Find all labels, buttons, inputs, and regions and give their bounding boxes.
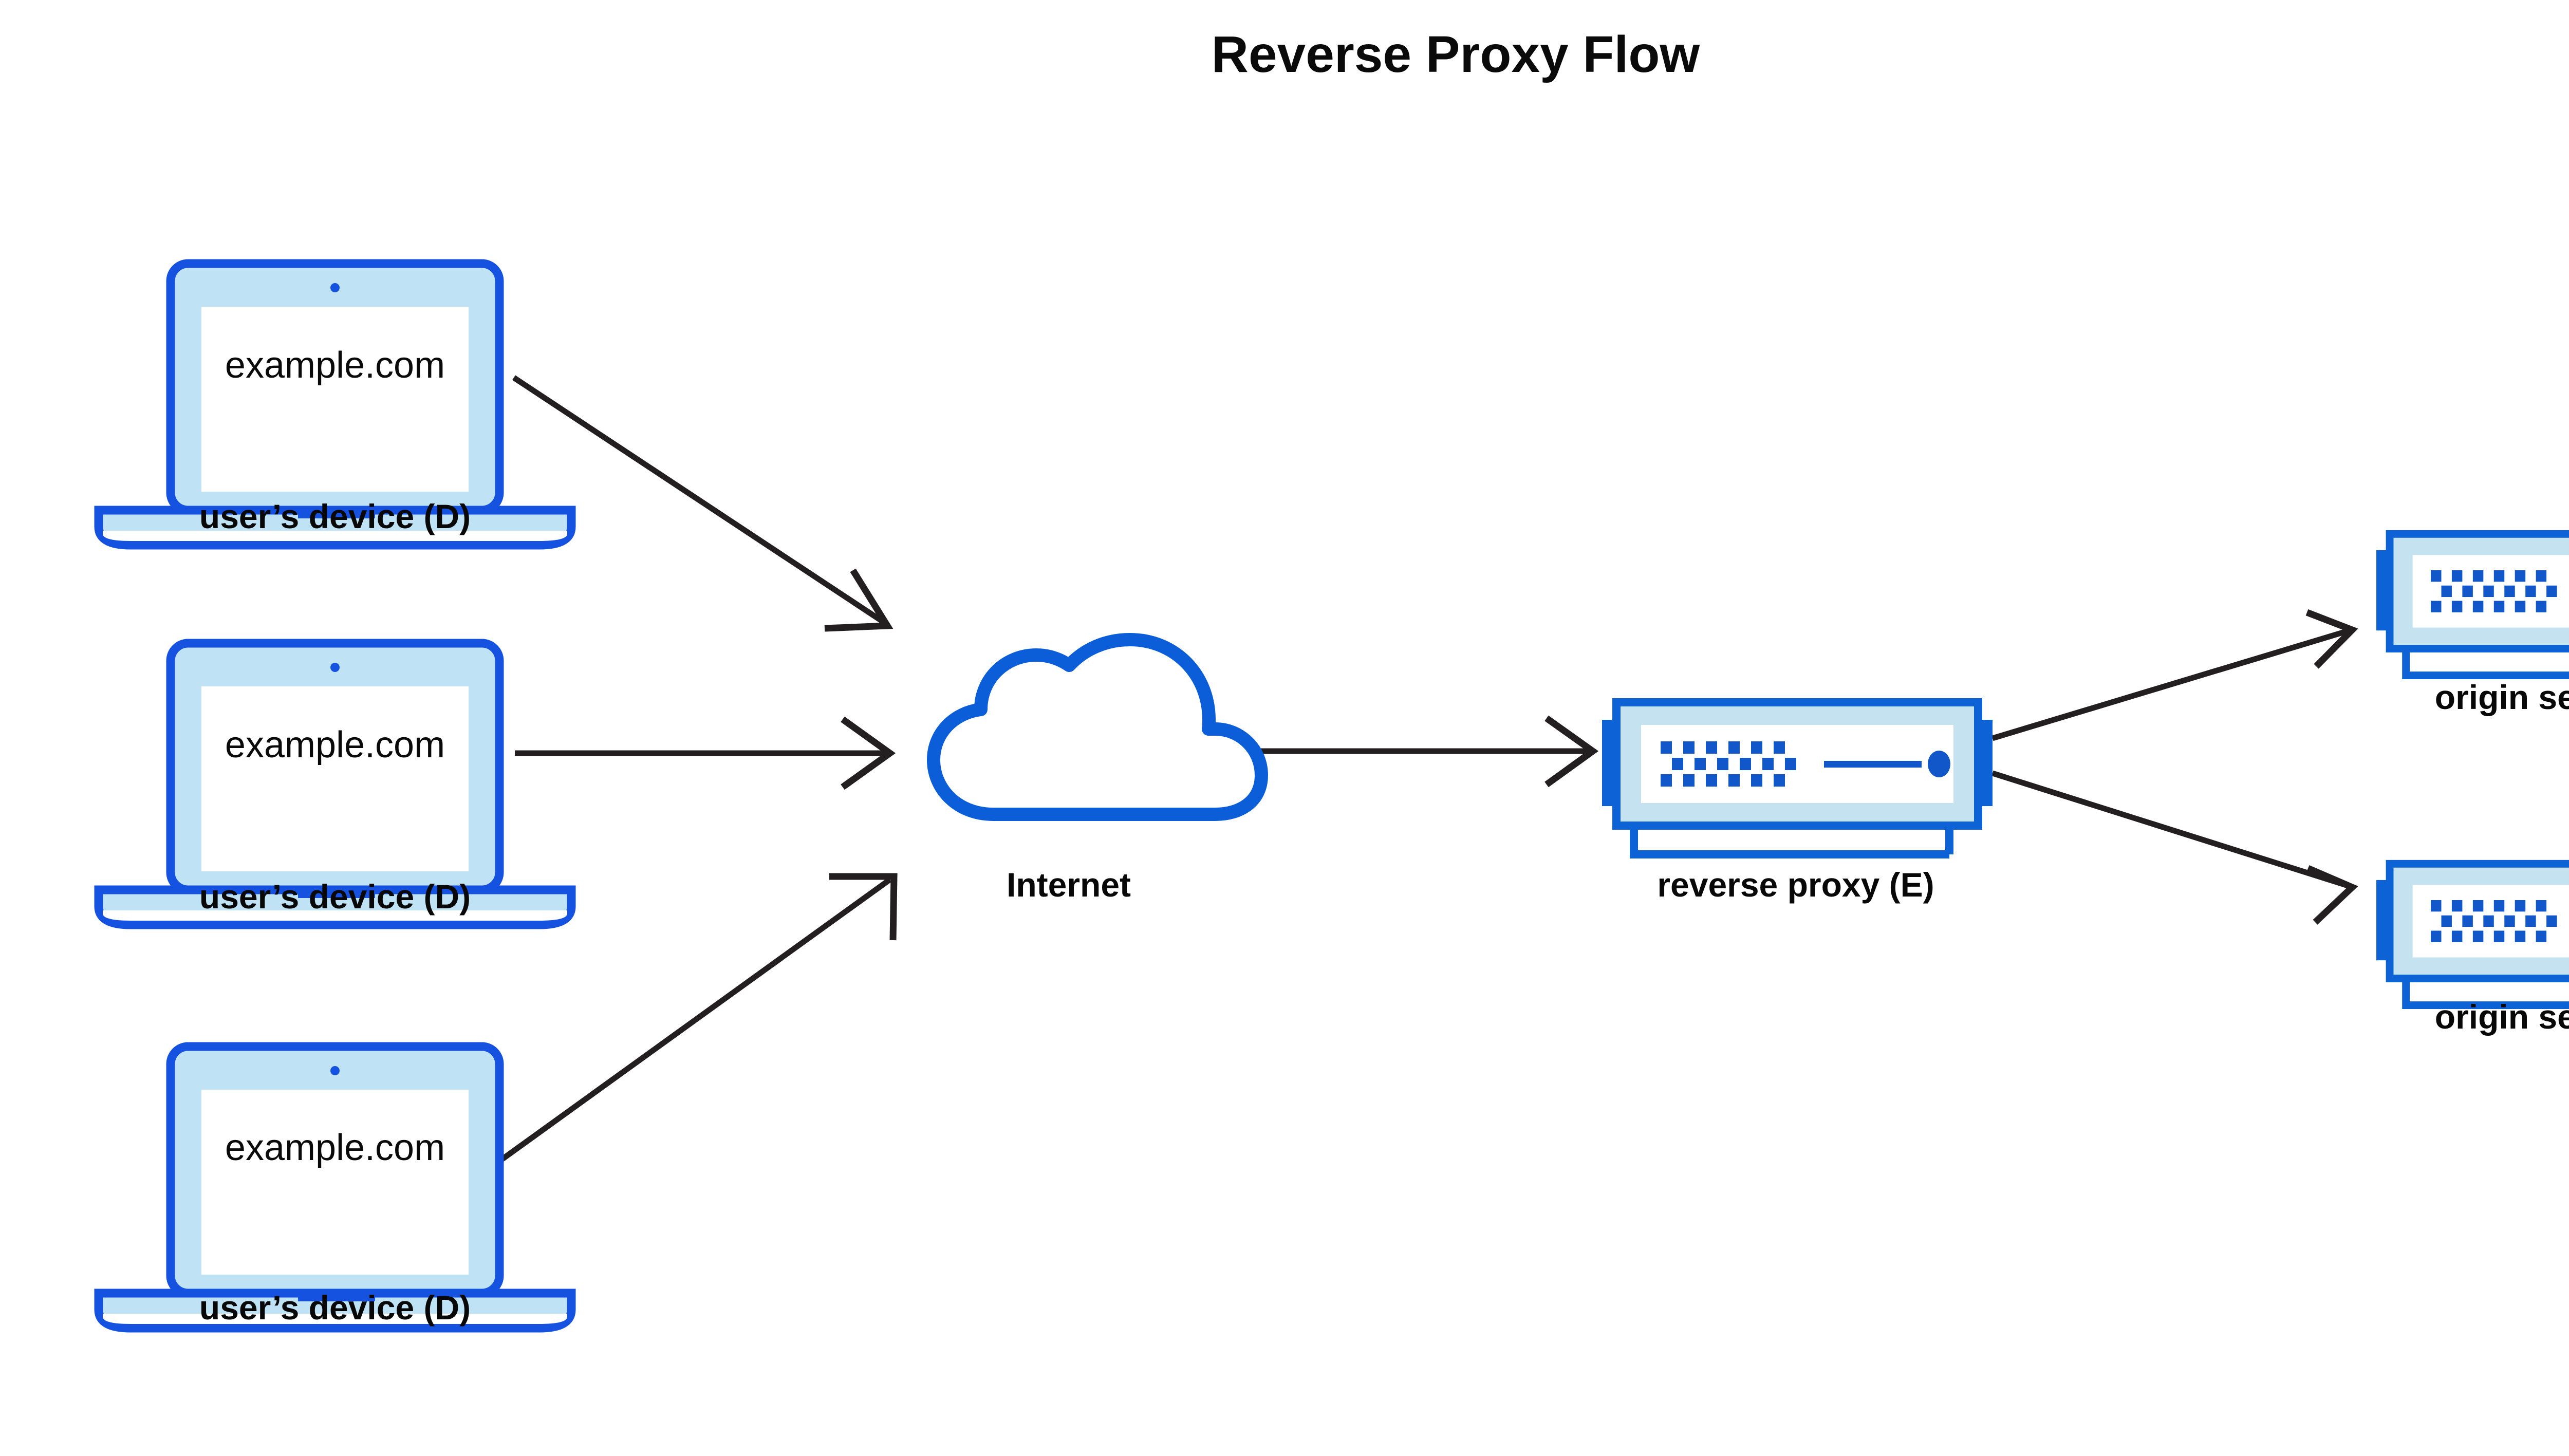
- node-origin-server-2[interactable]: origin server (F): [2376, 864, 2569, 1036]
- node-origin-server-1[interactable]: origin server (F): [2376, 534, 2569, 716]
- page-title: Reverse Proxy Flow: [1212, 26, 1700, 83]
- origin-server-1-label: origin server (F): [2435, 678, 2569, 716]
- internet-label: Internet: [1007, 866, 1131, 904]
- server-icon: [2376, 864, 2569, 1005]
- device-1-screen-text: example.com: [225, 345, 445, 386]
- edge-proxy-origin1: [1991, 609, 2358, 741]
- node-device-1[interactable]: example.com user’s device (D): [99, 264, 571, 545]
- device-3-screen-text: example.com: [225, 1127, 445, 1168]
- edge-device1-internet: [512, 375, 893, 632]
- device-2-label: user’s device (D): [199, 878, 471, 916]
- node-reverse-proxy[interactable]: reverse proxy (E): [1602, 702, 1993, 904]
- device-3-label: user’s device (D): [199, 1289, 471, 1327]
- device-1-label: user’s device (D): [199, 497, 471, 535]
- edge-proxy-origin2: [1991, 770, 2358, 925]
- edge-device3-internet: [499, 873, 898, 1163]
- connections-layer: [499, 375, 2358, 1163]
- node-internet[interactable]: Internet: [934, 640, 1261, 904]
- server-icon: [2376, 534, 2569, 675]
- edge-internet-proxy: [1223, 715, 1599, 788]
- laptop-icon: [99, 1047, 571, 1328]
- origin-server-2-label: origin server (F): [2435, 998, 2569, 1036]
- server-icon: [1602, 702, 1993, 854]
- node-device-3[interactable]: example.com user’s device (D): [99, 1047, 571, 1328]
- node-device-2[interactable]: example.com user’s device (D): [99, 643, 571, 925]
- edge-device2-internet: [515, 716, 896, 790]
- reverse-proxy-label: reverse proxy (E): [1657, 866, 1934, 904]
- device-2-screen-text: example.com: [225, 724, 445, 766]
- cloud-icon: [934, 640, 1261, 814]
